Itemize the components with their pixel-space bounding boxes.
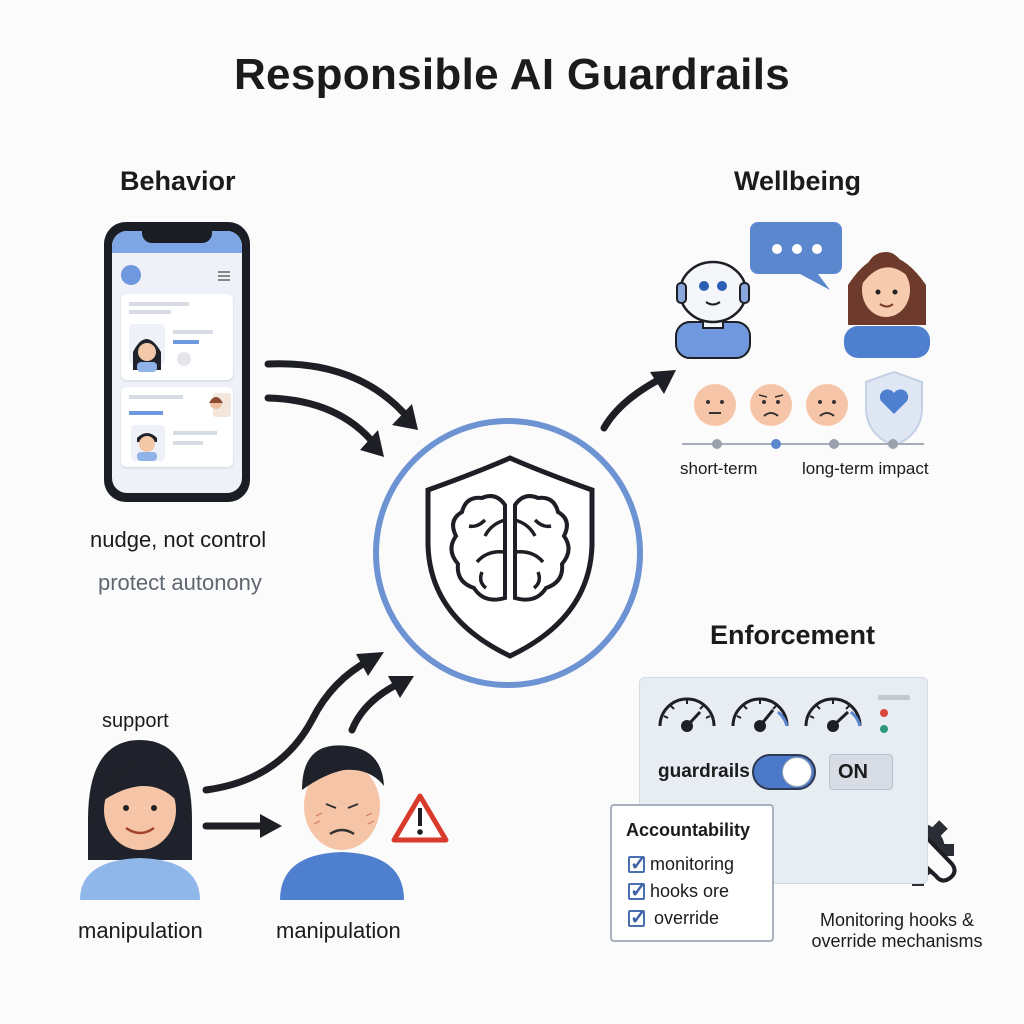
manipulation-left-label: manipulation: [78, 918, 203, 943]
timeline-right-label: long-term impact: [802, 459, 929, 478]
check-label-override: override: [654, 908, 720, 928]
behavior-subcaption: protect autonony: [98, 570, 262, 595]
brain-shield-icon: [425, 455, 595, 659]
accountability-title: Accountability: [626, 820, 751, 840]
enforcement-caption-line1: Monitoring hooks &: [819, 910, 975, 930]
checkbox-hooks[interactable]: [628, 878, 647, 903]
enforcement-caption-line2: override mechanisms: [811, 931, 983, 951]
robot-icon: [675, 260, 751, 359]
phone-avatar-small: [209, 397, 223, 409]
enforcement-heading: Enforcement: [710, 620, 876, 650]
chat-bubble-icon: [750, 222, 842, 290]
center-ring: [373, 418, 643, 688]
behavior-heading: Behavior: [120, 166, 236, 196]
manipulation-right-label: manipulation: [276, 918, 401, 943]
arrows: [202, 360, 666, 830]
support-woman-avatar: [80, 740, 200, 900]
check-label-hooks: hooks ore: [650, 881, 730, 901]
behavior-caption: nudge, not control: [90, 527, 267, 552]
timeline-left-label: short-term: [680, 459, 758, 478]
timeline-line: [682, 439, 924, 449]
guardrails-label: guardrails: [658, 761, 750, 782]
check-label-monitoring: monitoring: [650, 854, 735, 874]
heart-shield-icon: [865, 370, 923, 448]
wellbeing-heading: Wellbeing: [734, 166, 862, 196]
distressed-man-avatar: [280, 745, 404, 900]
checkbox-override[interactable]: [628, 905, 647, 930]
phone-avatar-woman: [133, 339, 161, 372]
phone-notch: [142, 226, 212, 243]
checkbox-monitoring[interactable]: [628, 851, 647, 876]
arrow-heads: [260, 370, 676, 838]
toggle-knob[interactable]: [782, 757, 812, 787]
page-title: Responsible AI Guardrails: [233, 50, 791, 99]
enforcement-caption: Monitoring hooks & override mechanisms: [802, 910, 992, 952]
toggle-state-badge: ON: [829, 754, 893, 790]
wellbeing-woman-avatar: [844, 252, 930, 358]
support-label: support: [102, 710, 169, 732]
accountability-card: Accountability monitoring hooks ore over…: [610, 804, 774, 942]
warning-icon: [391, 793, 449, 843]
emotion-faces: [694, 384, 848, 426]
phone-avatar-man: [137, 433, 157, 461]
